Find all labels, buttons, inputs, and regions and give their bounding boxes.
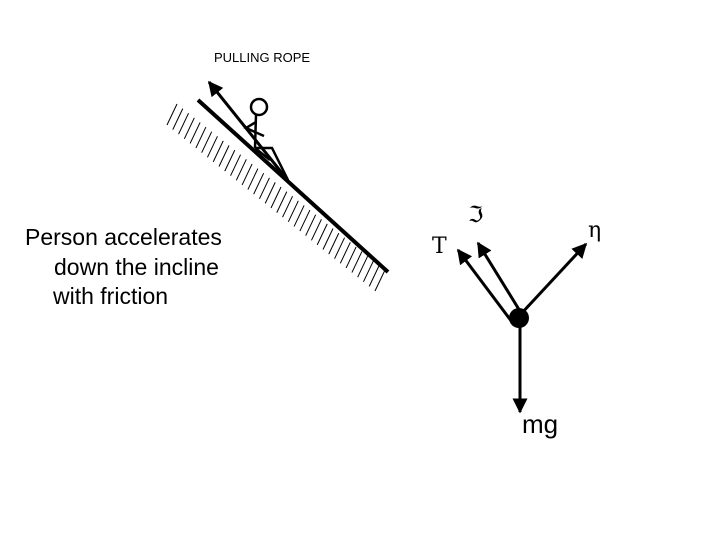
description-line-3: with friction (53, 283, 169, 309)
rope-label: PULLING ROPE (214, 50, 311, 65)
friction-vector (476, 241, 525, 317)
description-line-1: Person accelerates (25, 224, 222, 250)
hatch-line (241, 163, 253, 186)
tension-vector (456, 248, 514, 323)
hatch-line (276, 191, 288, 213)
hatch-line (201, 131, 213, 153)
hatch-line (172, 108, 184, 130)
hatch-line (362, 260, 374, 282)
hatch-line (212, 140, 224, 163)
hatch-line (293, 205, 305, 227)
free-body-forces (456, 241, 588, 414)
hatch-line (305, 214, 317, 236)
incline-hatching (166, 103, 386, 292)
hatch-line (310, 219, 322, 241)
hatch-line (345, 246, 357, 269)
stick-person (243, 97, 290, 181)
hatch-line (224, 149, 236, 172)
hatch-line (183, 117, 195, 140)
hatch-line (253, 172, 265, 195)
description-line-2: down the incline (54, 254, 219, 280)
normal-vector (518, 242, 588, 317)
hatch-line (282, 196, 294, 218)
hatch-line (247, 168, 259, 190)
hatch-line (322, 228, 334, 250)
hatch-line (299, 209, 311, 232)
hatch-line (287, 200, 299, 223)
hatch-line (235, 159, 247, 181)
hatch-line (195, 126, 207, 149)
hatch-line (258, 177, 270, 199)
hatch-line (368, 265, 380, 287)
body-point (509, 308, 529, 328)
friction-label: ℑ (468, 203, 484, 228)
normal-label: η (588, 218, 602, 243)
hatch-line (218, 145, 230, 167)
weight-label: mg (522, 409, 559, 439)
hatch-line (334, 237, 346, 259)
person-head (249, 97, 269, 117)
hatch-line (206, 136, 218, 158)
hatch-line (178, 113, 190, 135)
hatch-line (351, 251, 363, 273)
hatch-line (230, 154, 242, 176)
hatch-line (316, 223, 328, 246)
hatch-line (166, 103, 178, 126)
incline-surface (196, 98, 390, 274)
hatch-line (339, 242, 351, 264)
hatch-line (189, 122, 201, 144)
hatch-line (264, 182, 276, 204)
hatch-line (270, 186, 282, 209)
tension-label: T (432, 234, 447, 259)
hatch-line (374, 269, 386, 292)
hatch-line (357, 255, 369, 278)
hatch-line (328, 232, 340, 255)
